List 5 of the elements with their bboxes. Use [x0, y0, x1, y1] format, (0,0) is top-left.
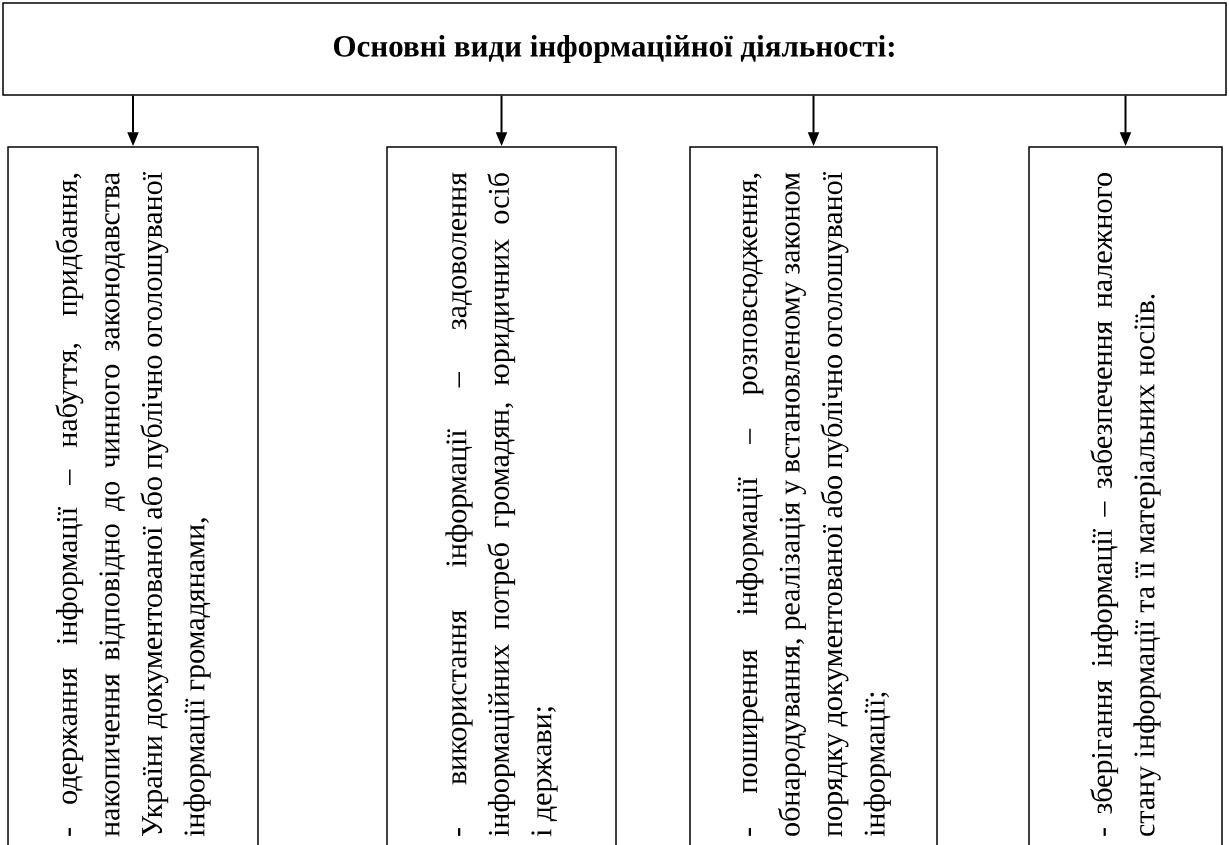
title-box: Основні види інформаційної діяльності:	[2, 2, 1227, 96]
text-box: - зберігання інформації – забезпечення належного стану інформації та її матеріальних носіїв.	[1028, 146, 1223, 845]
text-box: - одержання інформації – набуття, придбання, накопичення відповідно до чинного законодавства України документованої або публічно оголошуваної інформації громадянами,	[7, 146, 259, 845]
text-box: - поширення інформації – розповсюдження, обнародування, реалізація у встановленому законом порядку документованої або публічно оголошуваної інформації;	[689, 146, 938, 845]
text-box: - використання інформації – задоволення інформаційних потреб громадян, юридичних осіб і держави;	[386, 146, 617, 845]
